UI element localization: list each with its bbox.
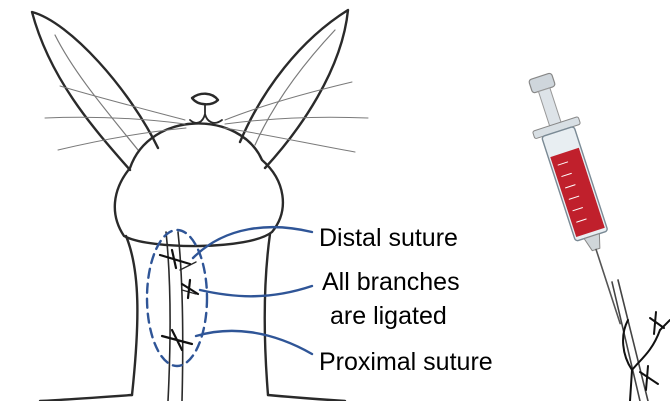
pointer-distal: [193, 227, 312, 258]
branch-ligature-mark: [182, 280, 198, 298]
neck-right: [265, 234, 270, 395]
mouth: [190, 104, 222, 123]
nose: [192, 94, 218, 105]
pointer-branches: [200, 286, 312, 296]
pointer-proximal: [196, 331, 312, 354]
left-ear: [32, 12, 158, 170]
shoulder-left: [40, 395, 132, 401]
distal-suture-mark: [160, 250, 190, 268]
distal-suture-label: Distal suture: [319, 226, 458, 251]
neck-left: [126, 236, 137, 395]
shoulder-right: [268, 395, 345, 401]
suture-marks: [160, 250, 198, 350]
branches-label-line2: are ligated: [330, 304, 447, 329]
ligated-segment-outline: [147, 230, 207, 366]
proximal-suture-mark: [162, 330, 192, 350]
catheter-line: [612, 280, 648, 401]
syringe-icon: [517, 69, 643, 331]
proximal-suture-label: Proximal suture: [319, 350, 493, 375]
branches-label-line1: All branches: [322, 270, 460, 295]
